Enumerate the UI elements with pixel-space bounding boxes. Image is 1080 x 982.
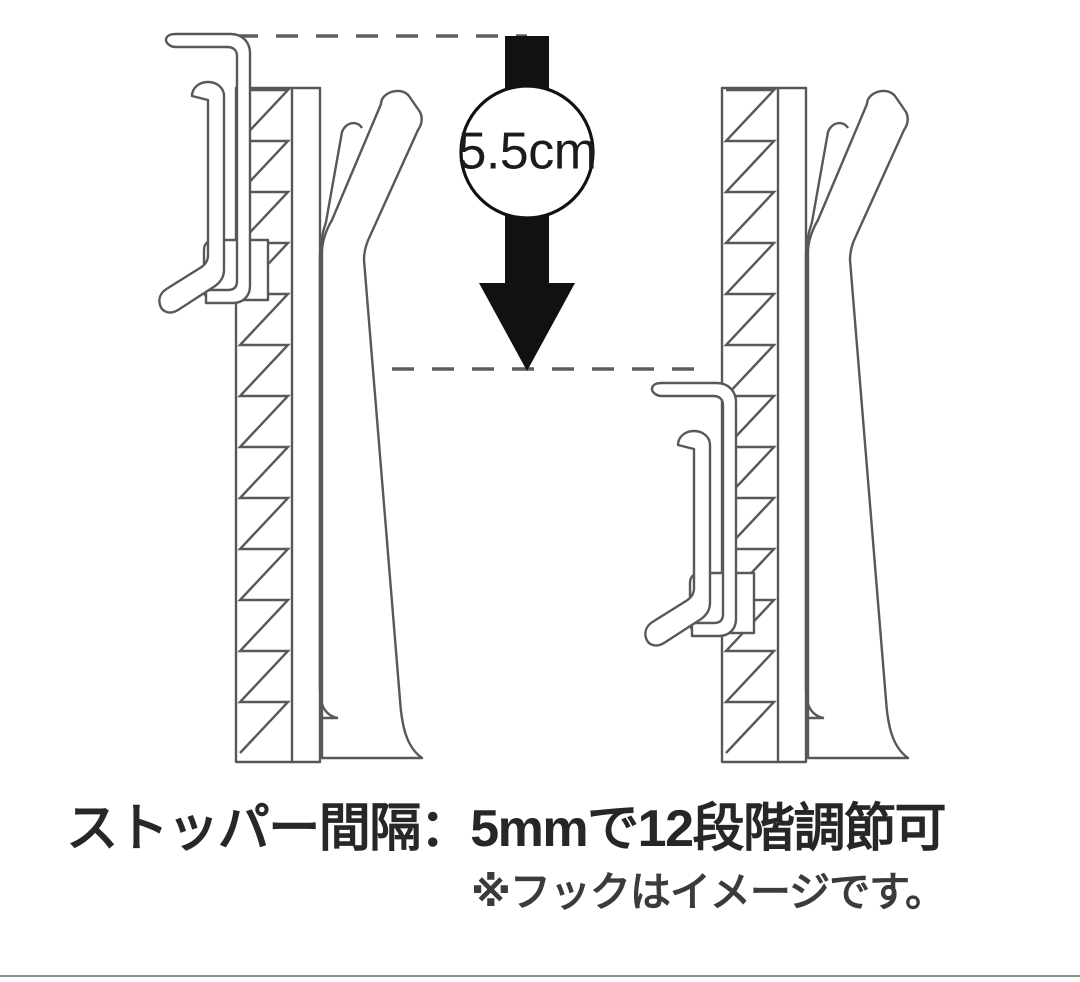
measurement-badge-circle [459, 84, 595, 220]
left-curtain-pleat-outer [320, 89, 424, 760]
bottom-divider-rule [0, 975, 1080, 977]
left-curtain-pleat-inner-fold [318, 121, 364, 720]
arrow-head-down-icon [479, 283, 575, 371]
right-hook-prong [644, 429, 712, 647]
guide-lines [236, 34, 712, 371]
arrow-shaft-lower [505, 215, 549, 287]
left-hook-prong [158, 80, 226, 314]
right-panel-group [644, 86, 910, 764]
left-ratchet-sawtooth [237, 88, 291, 754]
right-curtain-pleat-outer [806, 89, 910, 760]
left-panel-group [158, 32, 424, 764]
measurement-arrow-group: 5.5cm [457, 36, 597, 371]
measurement-badge-label: 5.5cm [457, 123, 596, 181]
left-hook-body [164, 32, 252, 305]
right-hook-body [650, 381, 738, 638]
right-curtain-pleat-inner-fold [804, 121, 850, 720]
